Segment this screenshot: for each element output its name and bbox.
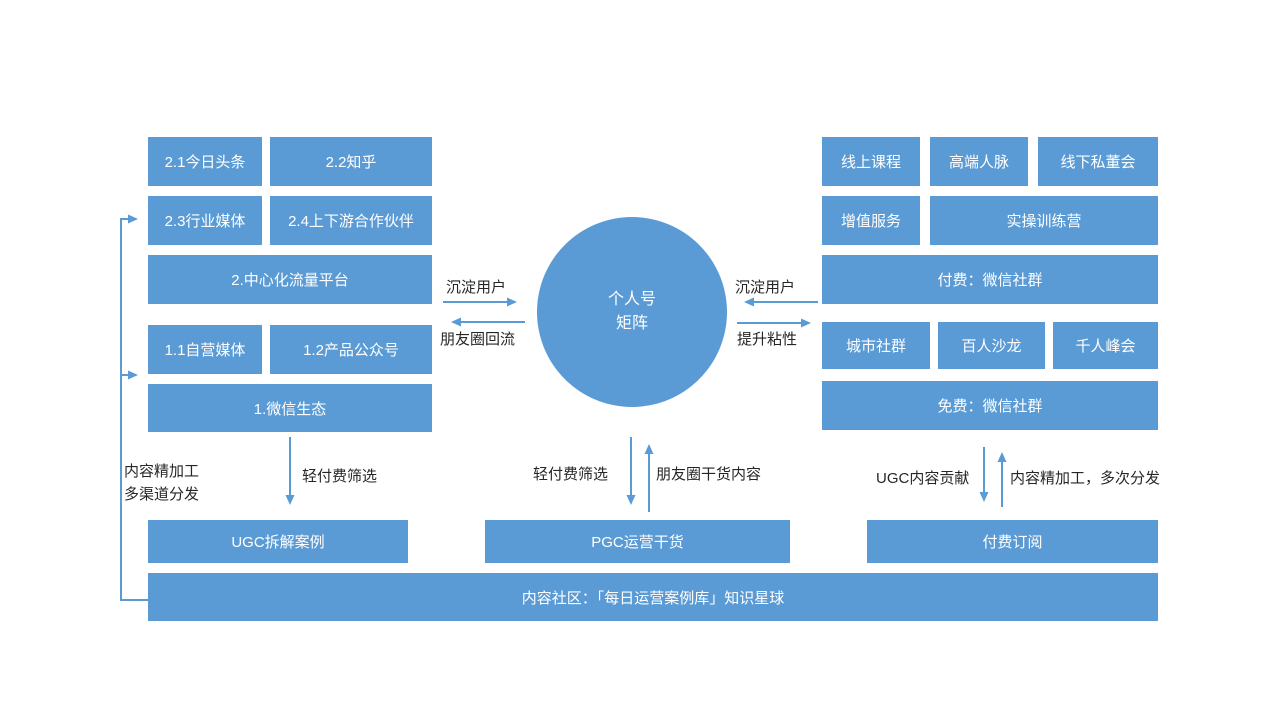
label-settle-users-right: 沉淀用户 xyxy=(735,279,796,296)
box-salon-100: 百人沙龙 xyxy=(938,322,1045,369)
box-free-wechat-group: 免费：微信社群 xyxy=(822,381,1158,430)
box-pgc-content: PGC运营干货 xyxy=(485,520,790,563)
box-city-group: 城市社群 xyxy=(822,322,930,369)
label-content-refine-multichannel: 内容精加工 多渠道分发 xyxy=(124,460,199,506)
label-moments-backflow: 朋友圈回流 xyxy=(440,331,516,348)
box-online-course: 线上课程 xyxy=(822,137,920,186)
box-content-community: 内容社区：「每日运营案例库」知识星球 xyxy=(148,573,1158,621)
label-light-paid-filter-center: 轻付费筛选 xyxy=(533,466,609,483)
box-wechat-ecosystem: 1.微信生态 xyxy=(148,384,432,432)
box-offline-board: 线下私董会 xyxy=(1038,137,1158,186)
label-ugc-contribution: UGC内容贡献 xyxy=(876,470,970,487)
box-central-traffic-platform: 2.中心化流量平台 xyxy=(148,255,432,304)
label-light-paid-filter-left: 轻付费筛选 xyxy=(302,468,378,485)
label-content-refine-line2: 多渠道分发 xyxy=(124,486,200,503)
box-elite-network: 高端人脉 xyxy=(930,137,1028,186)
label-content-refine-redistribute: 内容精加工，多次分发 xyxy=(1010,470,1161,487)
label-settle-users-left: 沉淀用户 xyxy=(446,279,507,296)
connector-feedback-loop xyxy=(120,214,148,601)
box-summit-1000: 千人峰会 xyxy=(1053,322,1158,369)
circle-label-line1: 个人号 xyxy=(607,291,656,308)
box-industry-media: 2.3行业媒体 xyxy=(148,196,262,245)
box-paid-subscription: 付费订阅 xyxy=(867,520,1158,563)
box-paid-wechat-group: 付费：微信社群 xyxy=(822,255,1158,304)
center-circle-personal-account-matrix: 个人号 矩阵 xyxy=(537,217,727,407)
box-training-camp: 实操训练营 xyxy=(930,196,1158,245)
label-increase-stickiness: 提升粘性 xyxy=(737,331,798,348)
label-content-refine-line1: 内容精加工 xyxy=(124,463,200,480)
box-ugc-cases: UGC拆解案例 xyxy=(148,520,408,563)
label-moments-quality-content: 朋友圈干货内容 xyxy=(656,466,762,483)
box-own-media: 1.1自营媒体 xyxy=(148,325,262,374)
box-partners: 2.4上下游合作伙伴 xyxy=(270,196,432,245)
box-toutiao: 2.1今日头条 xyxy=(148,137,262,186)
box-value-added-service: 增值服务 xyxy=(822,196,920,245)
box-product-account: 1.2产品公众号 xyxy=(270,325,432,374)
circle-label-line2: 矩阵 xyxy=(615,315,648,332)
box-zhihu: 2.2知乎 xyxy=(270,137,432,186)
